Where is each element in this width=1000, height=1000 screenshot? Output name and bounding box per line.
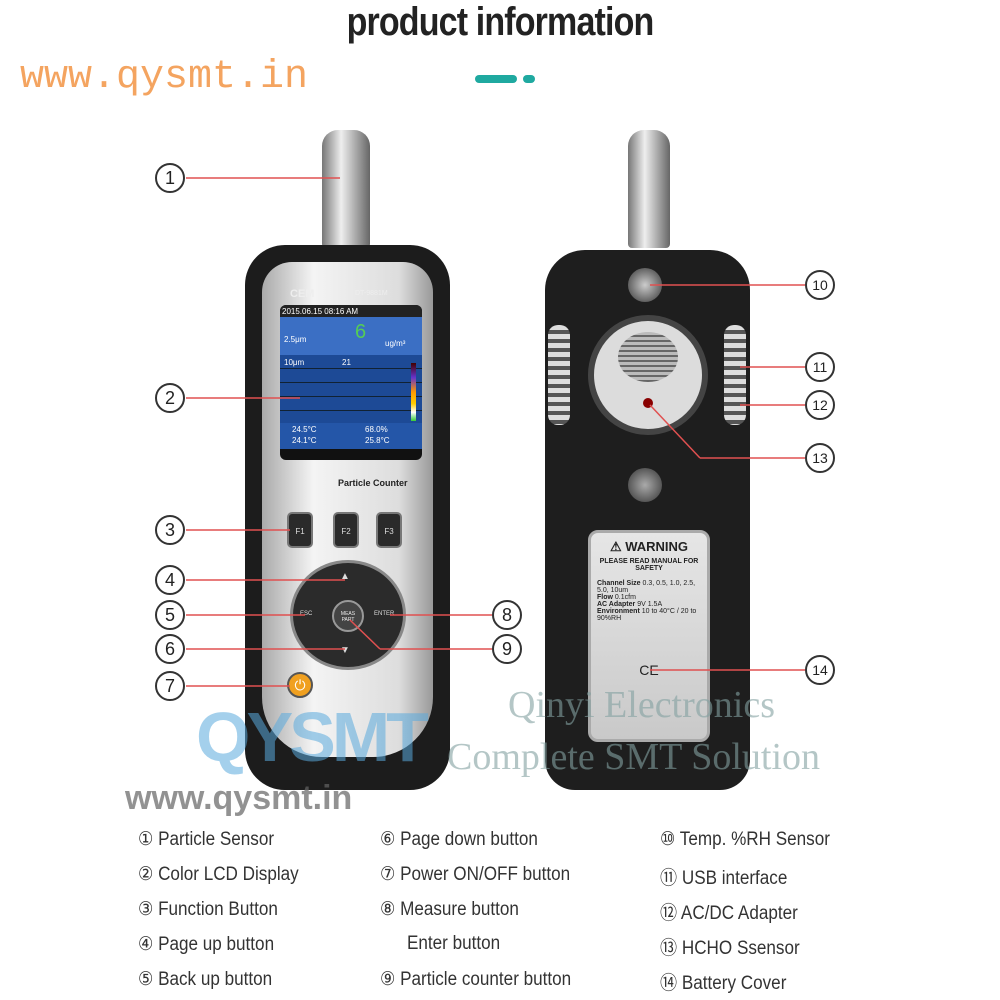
spec-label: Environment [597, 608, 640, 615]
watermark-url: www.qysmt.in [20, 55, 309, 100]
spec-value: 0.3, 0.5, 1.0, 2.5, 5.0, 10um [597, 580, 696, 594]
callout-12: 12 [805, 390, 835, 420]
watermark-logo: QYSMT [196, 698, 429, 776]
left-vent [548, 325, 570, 425]
legend-item: ⑥ Page down button [380, 829, 538, 850]
brand-logo: CEM [290, 288, 315, 300]
rear-probe [628, 130, 670, 248]
model-label: DT-9881M [355, 290, 388, 297]
legend-item: ⑦ Power ON/OFF button [380, 864, 571, 885]
spec-value: 10 to 40°C / 20 to 90%RH [597, 608, 697, 622]
screen-temp2: 24.1°C [292, 436, 317, 445]
particle-sensor-probe [322, 130, 370, 248]
power-icon[interactable]: ⏻ [287, 672, 313, 698]
callout-6: 6 [155, 634, 185, 664]
f2-button[interactable]: F2 [333, 512, 359, 548]
spec-row: Channel Size 0.3, 0.5, 1.0, 2.5, 5.0, 10… [597, 580, 701, 594]
screen-status: 2015.06.15 08:16 AM [280, 305, 422, 317]
callout-13: 13 [805, 443, 835, 473]
spec-row: AC Adapter 9V 1.5A [597, 601, 701, 608]
page-title: product information [346, 0, 655, 44]
spec-label: Channel Size [597, 580, 641, 587]
screen-graph: 10μm 21 [280, 355, 422, 423]
callout-9: 9 [492, 634, 522, 664]
screen-footer: Particle Counter [338, 478, 408, 488]
callout-4: 4 [155, 565, 185, 595]
callout-2: 2 [155, 383, 185, 413]
warning-title-text: WARNING [625, 539, 689, 554]
legend-item: ⑨ Particle counter button [380, 969, 572, 990]
legend-item: ① Particle Sensor [138, 829, 275, 850]
spec-label: AC Adapter [597, 601, 636, 608]
ce-mark: CE [639, 662, 659, 678]
page-up-button[interactable]: ▲ [340, 571, 350, 582]
screen-rh2: 25.8°C [365, 436, 390, 445]
hcho-sensor [643, 398, 653, 408]
sensor-vent [618, 332, 678, 382]
decor-dash [475, 75, 517, 83]
screen-env-row: 24.5°C 24.1°C 68.0% 25.8°C [280, 423, 422, 449]
legend-item: ⑪ USB interface [660, 868, 788, 889]
legend-item: ⑧ Measure button [380, 899, 519, 920]
back-button[interactable]: ESC [300, 611, 313, 617]
spec-row: Flow 0.1cfm [597, 594, 701, 601]
callout-8: 8 [492, 600, 522, 630]
callout-10: 10 [805, 270, 835, 300]
spec-row: Environment 10 to 40°C / 20 to 90%RH [597, 608, 701, 622]
screen-size-label: 2.5μm [284, 335, 307, 344]
enter-button[interactable]: ENTER [374, 611, 395, 617]
callout-3: 3 [155, 515, 185, 545]
decor-dot [523, 75, 535, 83]
tripod-mount [628, 468, 662, 502]
legend-item: ⑫ AC/DC Adapter [660, 903, 798, 924]
legend-item: ⑭ Battery Cover [660, 973, 787, 994]
legend-item: ⑬ HCHO Ssensor [660, 938, 800, 959]
spec-value: 0.1cfm [614, 594, 636, 601]
screen-row2-label: 10μm [284, 358, 305, 367]
spec-value: 9V 1.5A [637, 601, 663, 608]
screen-temp1: 24.5°C [292, 425, 317, 434]
callout-14: 14 [805, 655, 835, 685]
screen-unit: ug/m³ [385, 339, 406, 348]
legend-item: Enter button [407, 933, 501, 954]
legend-item: ② Color LCD Display [138, 864, 299, 885]
screen-rh1: 68.0% [365, 425, 388, 434]
warning-sub: PLEASE READ MANUAL FOR SAFETY [599, 558, 699, 572]
screen-row2-value: 21 [342, 358, 351, 367]
color-scale [411, 363, 416, 421]
usb-vent [724, 325, 746, 425]
screen-main-row: 2.5μm 6 ug/m³ [280, 317, 422, 355]
battery-cover-label: ⚠ WARNING PLEASE READ MANUAL FOR SAFETY … [588, 530, 710, 742]
callout-7: 7 [155, 671, 185, 701]
watermark-url2: www.qysmt.in [125, 779, 353, 817]
warning-title: ⚠ WARNING [609, 539, 689, 554]
watermark-company: Qinyi Electronics [508, 684, 775, 726]
callout-5: 5 [155, 600, 185, 630]
page-down-button[interactable]: ▼ [340, 645, 350, 656]
spec-label: Flow [597, 594, 613, 601]
legend-item: ④ Page up button [138, 934, 275, 955]
measure-button[interactable]: MEAS PART [332, 600, 364, 632]
watermark-slogan: Complete SMT Solution [447, 736, 821, 778]
callout-1: 1 [155, 163, 185, 193]
legend-item: ⑤ Back up button [138, 969, 273, 990]
legend-item: ③ Function Button [138, 899, 278, 920]
f3-button[interactable]: F3 [376, 512, 402, 548]
lcd-display: 2015.06.15 08:16 AM 2.5μm 6 ug/m³ 10μm 2… [280, 305, 422, 460]
legend-item: ⑩ Temp. %RH Sensor [660, 829, 830, 850]
callout-11: 11 [805, 352, 835, 382]
screen-value: 6 [355, 321, 367, 343]
